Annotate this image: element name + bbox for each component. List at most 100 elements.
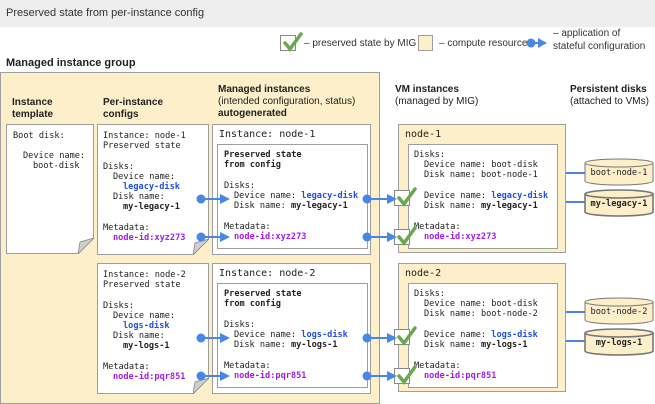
data-disk-connector xyxy=(566,201,585,203)
boot-persistent-disk-shape xyxy=(584,297,654,325)
vm-disk-name: Disk name: my-logs-1 xyxy=(424,340,528,350)
config-preserved-state-label: Preserved state xyxy=(103,280,181,290)
preserved-disk-check-icon xyxy=(394,326,417,346)
data-persistent-disk[interactable]: my-logs-1 xyxy=(595,338,643,348)
vm-config-box: Disks: Device name: boot-disk Disk name:… xyxy=(408,283,558,388)
template-boot-disk-label: Boot disk: xyxy=(13,131,65,141)
legend-arrow-icon xyxy=(526,38,547,48)
boot-persistent-disk[interactable]: boot-node-1 xyxy=(590,168,648,178)
disk-apply-arrow xyxy=(362,333,397,343)
page-fold-icon xyxy=(78,238,94,254)
preserved-from-config-label-2: from config xyxy=(224,160,281,170)
config-disks-label: Disks: xyxy=(103,162,135,172)
managed-device-name: Device name: legacy-disk xyxy=(234,191,359,201)
vm-boot-disk-name: Disk name: boot-node-2 xyxy=(424,309,538,319)
diagram-title: Preserved state from per-instance config xyxy=(6,7,205,19)
config-device-name-label: Device name: xyxy=(113,311,176,321)
data-persistent-disk-shape xyxy=(584,189,654,217)
legend-preserved-label: – preserved state by MIG xyxy=(304,38,417,49)
config-metadata-label: Metadata: xyxy=(103,223,150,233)
config-disk-name-label: Disk name: xyxy=(113,192,165,202)
vm-boot-disk-name: Disk name: boot-node-1 xyxy=(424,170,538,180)
vm-boot-device-name: Device name: boot-disk xyxy=(424,160,538,170)
managed-metadata-value: node-id:pqr851 xyxy=(234,371,307,381)
config-device-name-label: Device name: xyxy=(113,172,176,182)
managed-metadata-label: Metadata: xyxy=(224,361,271,371)
header-vm-instances: VM instances(managed by MIG) xyxy=(395,84,479,107)
vm-instance-name: node-1 xyxy=(405,129,442,140)
per-instance-config-card[interactable]: Instance: node-2 Preserved state Disks: … xyxy=(97,263,209,394)
managed-device-name: Device name: logs-disk xyxy=(234,330,348,340)
template-device-name: boot-disk xyxy=(33,161,80,171)
data-persistent-disk[interactable]: my-legacy-1 xyxy=(590,199,648,209)
managed-instance-name: Instance: node-1 xyxy=(219,129,316,140)
preserved-state-from-config-box: Preserved state from config Disks: Devic… xyxy=(217,144,368,249)
boot-persistent-disk-shape xyxy=(584,158,654,186)
config-disk-name-label: Disk name: xyxy=(113,331,165,341)
preserved-from-config-label-2: from config xyxy=(224,299,281,309)
vm-metadata-label: Metadata: xyxy=(414,361,461,371)
managed-disks-label: Disks: xyxy=(224,181,256,191)
vm-metadata-label: Metadata: xyxy=(414,222,461,232)
managed-instance-card[interactable]: Instance: node-1 Preserved state from co… xyxy=(212,124,371,255)
vm-device-name: Device name: logs-disk xyxy=(424,330,538,340)
header-persistent-disks: Persistent disks(attached to VMs) xyxy=(570,84,649,107)
boot-disk-connector xyxy=(566,172,585,174)
config-disks-label: Disks: xyxy=(103,301,135,311)
vm-instance-card[interactable]: node-2 Disks: Device name: boot-disk Dis… xyxy=(398,263,566,392)
config-metadata-value: node-id:xyz273 xyxy=(113,233,186,243)
config-instance-name: Instance: node-2 xyxy=(103,270,186,280)
mig-label: Managed instance group xyxy=(6,57,136,69)
legend-application-label-1: – application of xyxy=(553,28,621,39)
config-device-name: logs-disk xyxy=(123,321,170,331)
metadata-apply-arrow xyxy=(362,371,397,381)
vm-device-name: Device name: legacy-disk xyxy=(424,191,549,201)
legend-compute-label: – compute resource xyxy=(439,38,528,49)
config-instance-name: Instance: node-1 xyxy=(103,131,186,141)
legend-application-label-2: stateful configuration xyxy=(553,41,646,52)
preserved-from-config-label-1: Preserved state xyxy=(224,289,302,299)
disk-apply-arrow xyxy=(362,194,397,204)
vm-boot-device-name: Device name: boot-disk xyxy=(424,299,538,309)
managed-disks-label: Disks: xyxy=(224,320,256,330)
config-metadata-label: Metadata: xyxy=(103,362,150,372)
vm-disk-name: Disk name: my-legacy-1 xyxy=(424,201,538,211)
managed-disk-name: Disk name: my-logs-1 xyxy=(234,340,338,350)
legend-compute-swatch xyxy=(418,35,433,51)
per-instance-config-card[interactable]: Instance: node-1 Preserved state Disks: … xyxy=(97,124,209,255)
data-persistent-disk-shape xyxy=(584,328,654,356)
page-fold-icon xyxy=(193,378,209,394)
managed-metadata-value: node-id:xyz273 xyxy=(234,232,307,242)
vm-disks-label: Disks: xyxy=(414,289,446,299)
header-managed-instances: Managed instances(intended configuration… xyxy=(218,84,356,119)
config-preserved-state-label: Preserved state xyxy=(103,141,181,151)
template-device-name-label: Device name: xyxy=(23,151,86,161)
vm-instance-card[interactable]: node-1 Disks: Device name: boot-disk Dis… xyxy=(398,124,566,253)
vm-config-box: Disks: Device name: boot-disk Disk name:… xyxy=(408,144,558,249)
title-bar: Preserved state from per-instance config xyxy=(0,0,655,27)
config-metadata-value: node-id:pqr851 xyxy=(113,372,186,382)
legend-check-icon xyxy=(280,32,303,52)
boot-disk-connector xyxy=(566,311,585,313)
config-disk-name: my-legacy-1 xyxy=(123,202,180,212)
disk-config-arrow xyxy=(196,333,230,343)
vm-metadata-value: node-id:pqr851 xyxy=(424,371,497,381)
preserved-state-from-config-box: Preserved state from config Disks: Devic… xyxy=(217,283,368,388)
vm-disks-label: Disks: xyxy=(414,150,446,160)
managed-instance-card[interactable]: Instance: node-2 Preserved state from co… xyxy=(212,263,371,394)
managed-disk-name: Disk name: my-legacy-1 xyxy=(234,201,348,211)
page-fold-icon xyxy=(193,239,209,255)
managed-metadata-label: Metadata: xyxy=(224,222,271,232)
config-device-name: legacy-disk xyxy=(123,182,180,192)
data-disk-connector xyxy=(566,340,585,342)
metadata-config-arrow xyxy=(196,371,230,381)
metadata-config-arrow xyxy=(196,232,230,242)
managed-instance-name: Instance: node-2 xyxy=(219,268,316,279)
metadata-apply-arrow xyxy=(362,232,397,242)
instance-template-card[interactable]: Boot disk: Device name: boot-disk xyxy=(6,124,94,254)
boot-persistent-disk[interactable]: boot-node-2 xyxy=(590,307,648,317)
preserved-from-config-label-1: Preserved state xyxy=(224,150,302,160)
config-disk-name: my-logs-1 xyxy=(123,341,170,351)
